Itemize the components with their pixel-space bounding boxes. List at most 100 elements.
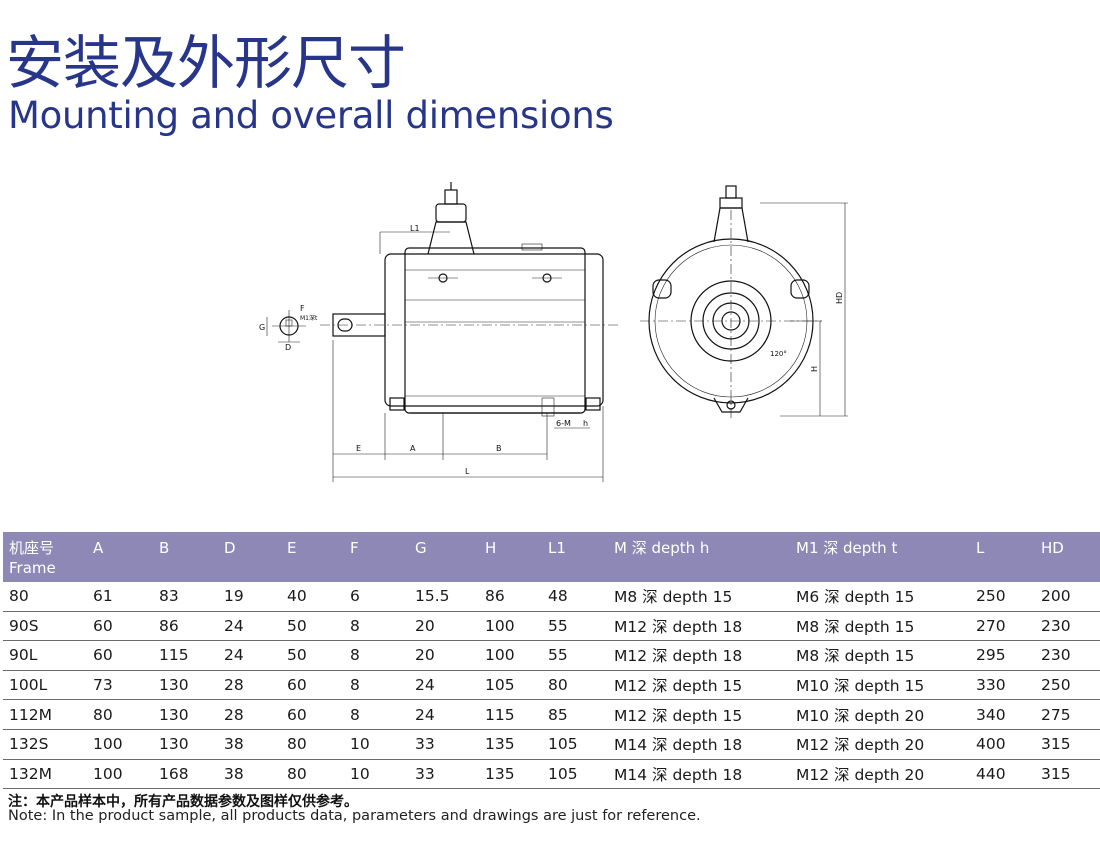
note-cn: 注：本产品样本中，所有产品数据参数及图样仅供参考。 xyxy=(8,794,358,810)
table-cell: 10 xyxy=(344,759,409,790)
table-cell: M12 深 depth 20 xyxy=(790,729,970,760)
header-l: L xyxy=(970,532,1035,582)
header-m1-depth: M1 深 depth t xyxy=(790,532,970,582)
table-cell: 250 xyxy=(1035,670,1100,701)
table-cell: 20 xyxy=(409,611,479,642)
header-h: H xyxy=(479,532,542,582)
header-g: G xyxy=(409,532,479,582)
header-m-depth: M 深 depth h xyxy=(608,532,790,582)
table-cell: 112M xyxy=(3,699,87,730)
table-cell: M6 深 depth 15 xyxy=(790,582,970,612)
table-cell: 130 xyxy=(153,670,218,701)
table-cell: 28 xyxy=(218,699,281,730)
table-cell: 90S xyxy=(3,611,87,642)
table-cell: 15.5 xyxy=(409,582,479,612)
table-cell: 230 xyxy=(1035,611,1100,642)
table-cell: 330 xyxy=(970,670,1035,701)
table-cell: M8 深 depth 15 xyxy=(608,582,790,612)
table-cell: 315 xyxy=(1035,729,1100,760)
table-cell: 55 xyxy=(542,611,608,642)
table-cell: 73 xyxy=(87,670,153,701)
table-cell: 90L xyxy=(3,640,87,671)
table-cell: 24 xyxy=(218,611,281,642)
table-cell: 130 xyxy=(153,699,218,730)
table-cell: 270 xyxy=(970,611,1035,642)
table-cell: 8 xyxy=(344,611,409,642)
table-cell: 50 xyxy=(281,640,344,671)
label-b: B xyxy=(496,444,502,453)
table-cell: 60 xyxy=(87,611,153,642)
page-title-cn: 安装及外形尺寸 xyxy=(6,29,406,97)
table-cell: 105 xyxy=(542,729,608,760)
table-cell: 100 xyxy=(87,759,153,790)
header-hd: HD xyxy=(1035,532,1100,582)
table-cell: 24 xyxy=(409,670,479,701)
table-cell: 6 xyxy=(344,582,409,612)
table-cell: 135 xyxy=(479,759,542,790)
table-cell: 80 xyxy=(542,670,608,701)
label-d: D xyxy=(285,343,291,352)
table-cell: 24 xyxy=(218,640,281,671)
table-cell: 33 xyxy=(409,759,479,790)
header-e: E xyxy=(281,532,344,582)
table-cell: 132S xyxy=(3,729,87,760)
table-cell: 80 xyxy=(3,582,87,612)
table-cell: 440 xyxy=(970,759,1035,790)
table-cell: 50 xyxy=(281,611,344,642)
table-cell: 61 xyxy=(87,582,153,612)
table-cell: 8 xyxy=(344,670,409,701)
table-cell: 38 xyxy=(218,759,281,790)
table-cell: 115 xyxy=(153,640,218,671)
table-cell: 315 xyxy=(1035,759,1100,790)
table-cell: 168 xyxy=(153,759,218,790)
header-d: D xyxy=(218,532,281,582)
label-hd: HD xyxy=(835,292,844,304)
label-l1: L1 xyxy=(410,224,420,233)
label-g: G xyxy=(259,323,265,332)
table-cell: 33 xyxy=(409,729,479,760)
table-cell: 100 xyxy=(479,640,542,671)
label-h-small: h xyxy=(583,419,588,428)
table-cell: 86 xyxy=(479,582,542,612)
note-en: Note: In the product sample, all product… xyxy=(8,808,701,824)
table-cell: 8 xyxy=(344,640,409,671)
table-cell: 20 xyxy=(409,640,479,671)
table-cell: 250 xyxy=(970,582,1035,612)
table-cell: 40 xyxy=(281,582,344,612)
table-cell: 200 xyxy=(1035,582,1100,612)
label-h: H xyxy=(810,366,819,372)
table-cell: 295 xyxy=(970,640,1035,671)
table-cell: 130 xyxy=(153,729,218,760)
table-cell: M10 深 depth 15 xyxy=(790,670,970,701)
label-a: A xyxy=(410,444,416,453)
label-m1t: M1深t xyxy=(300,314,318,322)
table-cell: 105 xyxy=(542,759,608,790)
table-cell: 60 xyxy=(87,640,153,671)
table-cell: 83 xyxy=(153,582,218,612)
table-cell: M12 深 depth 15 xyxy=(608,670,790,701)
header-f: F xyxy=(344,532,409,582)
table-cell: 100 xyxy=(479,611,542,642)
table-cell: M14 深 depth 18 xyxy=(608,729,790,760)
header-b: B xyxy=(153,532,218,582)
table-cell: M12 深 depth 15 xyxy=(608,699,790,730)
table-cell: 60 xyxy=(281,699,344,730)
page-title-en: Mounting and overall dimensions xyxy=(8,94,614,137)
table-cell: M10 深 depth 20 xyxy=(790,699,970,730)
table-cell: 86 xyxy=(153,611,218,642)
header-l1: L1 xyxy=(542,532,608,582)
side-view: L1 E A B L 6-M h F M1深t G D xyxy=(259,182,620,482)
table-cell: M8 深 depth 15 xyxy=(790,611,970,642)
table-cell: 85 xyxy=(542,699,608,730)
table-cell: M14 深 depth 18 xyxy=(608,759,790,790)
table-cell: M8 深 depth 15 xyxy=(790,640,970,671)
table-cell: 38 xyxy=(218,729,281,760)
